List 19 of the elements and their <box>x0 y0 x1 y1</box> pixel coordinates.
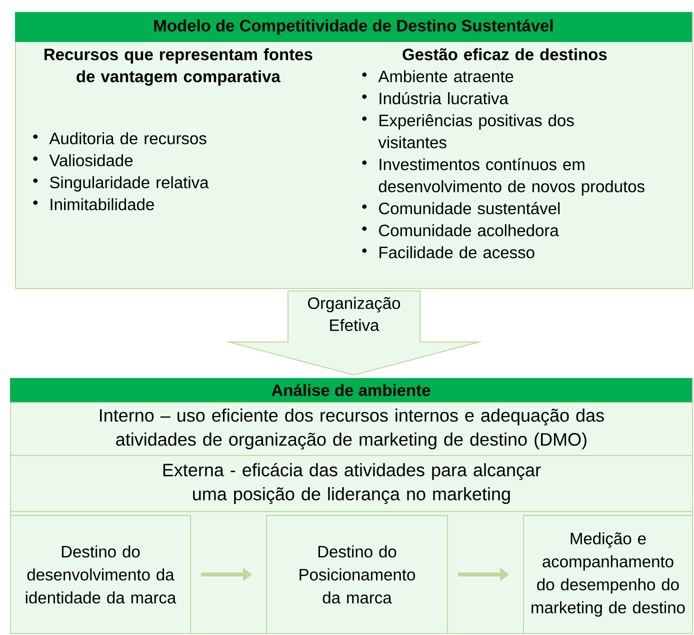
list-item: Comunidade acolhedora <box>362 224 559 236</box>
column-heading: Gestão eficaz de destinos <box>402 48 607 60</box>
table-row: Interno – uso eficiente dos recursos internos e adequação das atividades de organização de marketing de destino (DMO) <box>10 402 693 456</box>
list-item: Singularidade relativa <box>33 176 209 192</box>
process-box: Medição e acompanhamento do desempenho do marketing de destino <box>523 514 693 634</box>
list-item: Investimentos contínuos em desenvolvimento de novos produtos <box>362 158 644 196</box>
list-item: Facilidade de acesso <box>362 246 534 258</box>
list-item: Ambiente atraente <box>362 70 514 82</box>
table-row: Externa - eficácia das atividades para alcançar uma posição de liderança no marketing <box>10 454 693 512</box>
list-item: Valiosidade <box>33 154 133 166</box>
list-item: Inimitabilidade <box>33 198 154 210</box>
process-box: Destino do Posicionamento da marca <box>266 514 448 634</box>
list-item: Auditoria de recursos <box>33 132 206 144</box>
edge-label: Organização Efetiva <box>293 296 415 332</box>
process-box: Destino do desenvolvimento da identidade da marca <box>10 514 191 634</box>
column-heading: Recursos que representam fontes de vantagem comparativa <box>44 48 312 86</box>
list-item: Comunidade sustentável <box>362 202 560 214</box>
list-item: Experiências positivas dos visitantes <box>362 114 574 148</box>
list-item: Indústria lucrativa <box>362 92 508 104</box>
